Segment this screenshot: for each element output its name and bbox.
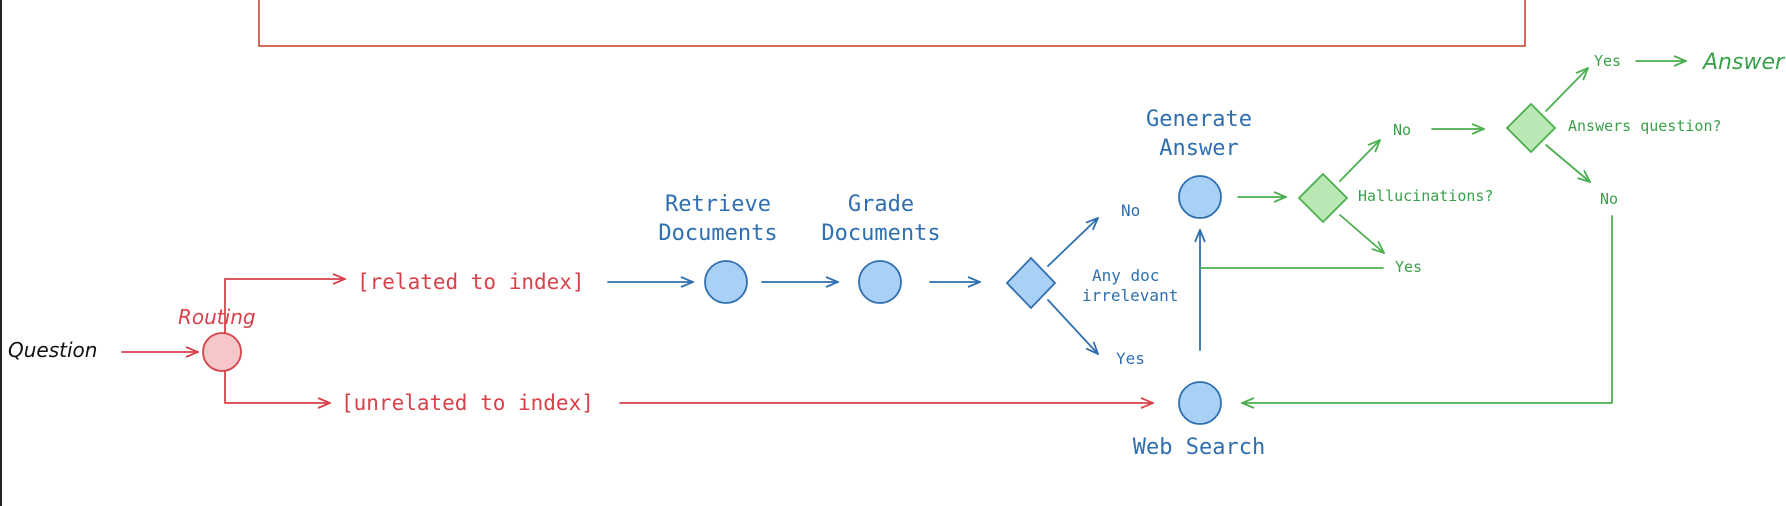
grade-documents-node [858, 260, 902, 304]
hallucination-no-label: No [1393, 121, 1411, 139]
irrelevant-decision-diamond [1005, 256, 1057, 310]
retrieve-label-line1: Retrieve [665, 192, 771, 217]
hallucinations-decision-diamond [1297, 172, 1349, 224]
web-search-label: Web Search [1133, 435, 1265, 460]
generate-label-line2: Answer [1159, 136, 1238, 161]
answers-no-arrow [1545, 144, 1590, 182]
unrelated-route-arrow [224, 370, 330, 403]
decision-yes-label: Yes [1116, 349, 1145, 368]
retrieve-documents-node [704, 260, 748, 304]
routing-node [202, 332, 242, 372]
hallucination-no-arrow [1339, 140, 1380, 182]
any-doc-label: Any doc [1092, 266, 1159, 285]
unrelated-to-index-label: [unrelated to index] [341, 391, 594, 415]
irrelevant-label: irrelevant [1082, 286, 1178, 305]
answers-question-decision-diamond [1505, 102, 1557, 154]
decision-yes-arrow [1047, 299, 1098, 354]
hallucinations-label: Hallucinations? [1358, 187, 1493, 205]
answers-no-label: No [1600, 190, 1618, 208]
web-search-node [1178, 381, 1222, 425]
generate-label-line1: Generate [1146, 107, 1252, 132]
hallucination-yes-label: Yes [1395, 258, 1422, 276]
answer-label: Answer [1701, 50, 1786, 75]
decision-no-arrow [1047, 218, 1098, 267]
top-frame-box [258, 0, 1526, 47]
decision-no-label: No [1121, 201, 1140, 220]
grade-label-line1: Grade [848, 192, 914, 217]
question-label: Question [8, 338, 97, 362]
answers-no-to-websearch-arrow [1242, 215, 1613, 403]
answers-yes-arrow [1545, 68, 1588, 112]
related-to-index-label: [related to index] [357, 270, 585, 294]
answers-question-label: Answers question? [1568, 117, 1722, 135]
related-route-arrow [224, 279, 345, 334]
grade-label-line2: Documents [821, 221, 940, 246]
routing-label: Routing [178, 305, 256, 329]
answers-yes-label: Yes [1594, 52, 1621, 70]
hallucination-yes-arrow [1339, 214, 1384, 253]
generate-answer-node [1178, 175, 1222, 219]
retrieve-label-line2: Documents [658, 221, 777, 246]
